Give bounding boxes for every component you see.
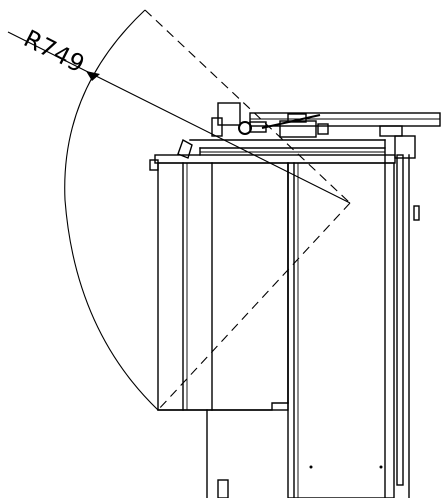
side-posts	[396, 154, 420, 498]
dimension-leader-line	[7, 31, 351, 204]
lower-base	[206, 409, 229, 498]
swing-path-outline	[144, 9, 351, 411]
top-clip	[177, 138, 193, 159]
top-arm	[249, 112, 441, 159]
dimension-label: R749	[19, 24, 89, 78]
right-frame	[287, 162, 395, 498]
radius-arc	[64, 9, 159, 411]
top-cover	[149, 139, 396, 171]
valve-assembly	[189, 102, 386, 141]
dimension-arrowhead	[86, 71, 100, 81]
main-body	[157, 162, 289, 411]
